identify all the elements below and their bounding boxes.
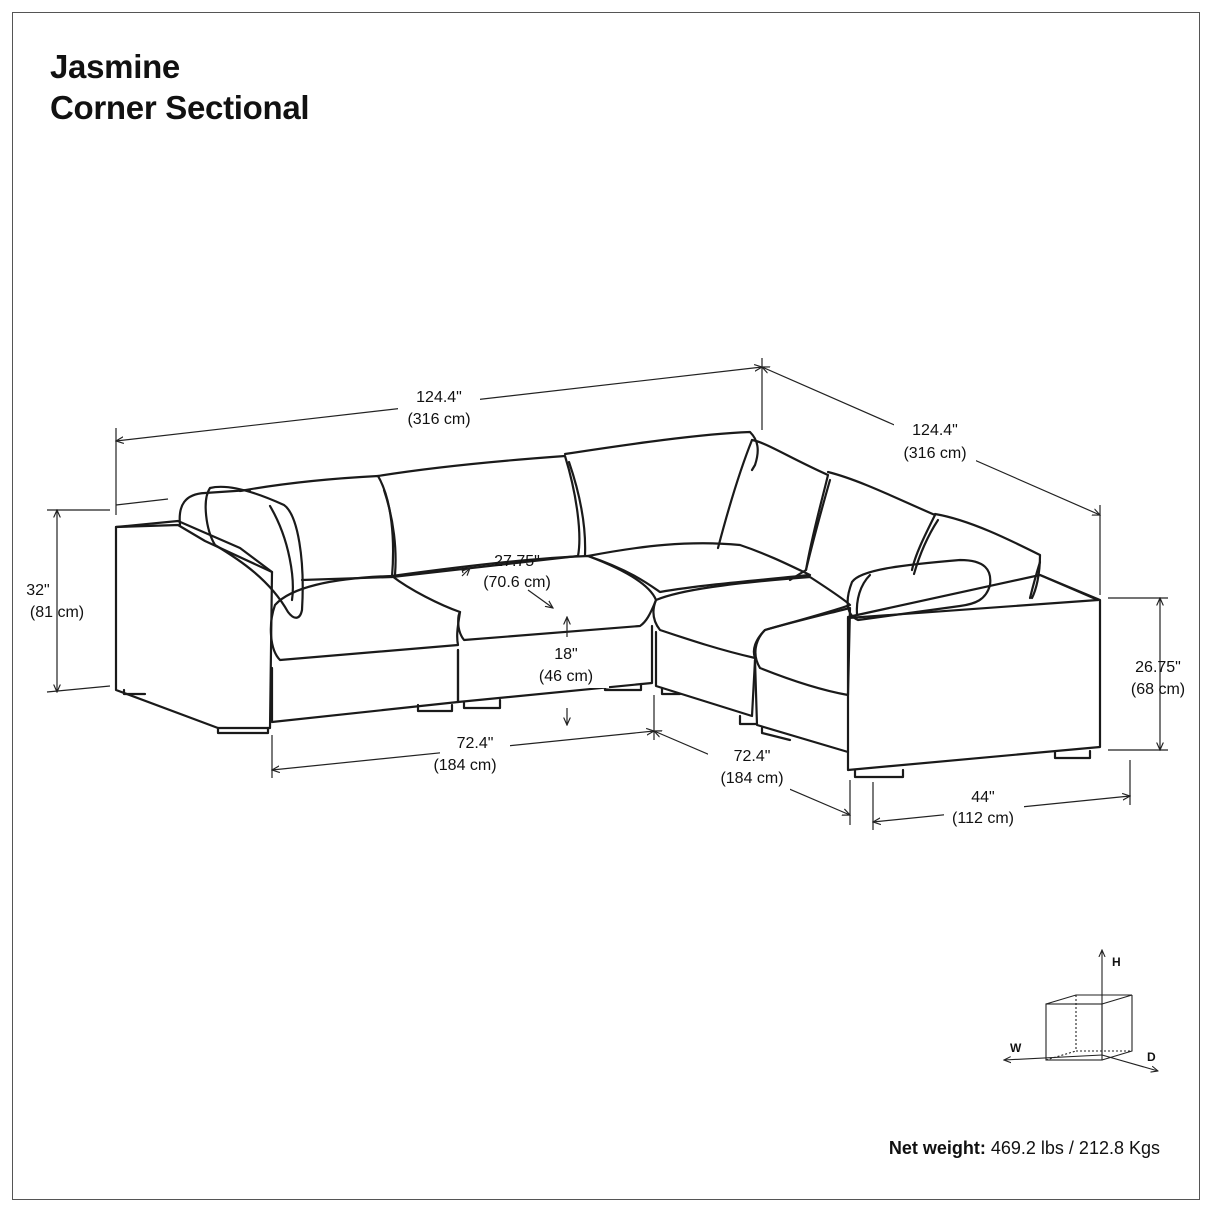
seat-height-cm: (46 cm) xyxy=(539,668,593,685)
page-frame xyxy=(12,12,1200,1200)
axis-d-label: D xyxy=(1147,1050,1156,1064)
right-base xyxy=(654,630,757,718)
title-line-2: Corner Sectional xyxy=(50,89,310,126)
net-weight-label: Net weight: xyxy=(888,1138,986,1158)
back-height-in: 32" xyxy=(26,582,49,599)
title-line-1: Jasmine xyxy=(50,48,180,85)
axis-cube-icon xyxy=(1004,950,1158,1071)
right-pillow xyxy=(846,558,992,622)
back-cushion-3 xyxy=(563,430,759,472)
back-height-cm: (81 cm) xyxy=(30,604,84,621)
seat-depth-cm: (70.6 cm) xyxy=(483,574,551,591)
dimension-lines xyxy=(46,358,1168,830)
dimension-labels: 124.4" (316 cm) 124.4" (316 cm) 32" (81 … xyxy=(26,389,1185,827)
overall-width-left-in: 124.4" xyxy=(416,389,462,406)
left-pillow xyxy=(204,485,304,619)
front-section-cm: (184 cm) xyxy=(433,757,496,774)
axis-labels: H W D xyxy=(1010,955,1156,1064)
sofa-illustration xyxy=(114,430,1102,779)
overall-width-left-cm: (316 cm) xyxy=(407,411,470,428)
overall-width-right-cm: (316 cm) xyxy=(903,445,966,462)
axis-h-label: H xyxy=(1112,955,1121,969)
net-weight: Net weight: 469.2 lbs / 212.8 Kgs xyxy=(889,1138,1160,1159)
front-section-in: 72.4" xyxy=(457,735,494,752)
side-section-cm: (184 cm) xyxy=(720,770,783,787)
back-cushion-2 xyxy=(376,454,581,579)
depth-cm: (112 cm) xyxy=(952,810,1014,827)
back-cushion-6 xyxy=(933,512,1042,600)
arm-height-in: 26.75" xyxy=(1135,659,1181,676)
side-section-in: 72.4" xyxy=(734,748,771,765)
left-arm xyxy=(114,523,274,730)
back-cushion-5 xyxy=(826,470,937,572)
arm-height-cm: (68 cm) xyxy=(1131,681,1185,698)
seat-cushion-1 xyxy=(269,574,462,662)
net-weight-value: 469.2 lbs / 212.8 Kgs xyxy=(985,1138,1160,1158)
seat-cushion-2 xyxy=(390,554,658,642)
right-arm xyxy=(846,573,1102,772)
depth-in: 44" xyxy=(971,789,994,806)
seat-height-in: 18" xyxy=(554,646,577,663)
corner-seat-cushion xyxy=(586,542,812,594)
product-title: Jasmine Corner Sectional xyxy=(50,46,310,128)
seat-depth-in: 27.75" xyxy=(494,553,540,570)
seat-cushion-4 xyxy=(754,606,852,697)
back-cushion-4 xyxy=(750,438,830,582)
axis-w-label: W xyxy=(1010,1041,1022,1055)
overall-width-right-in: 124.4" xyxy=(912,422,958,439)
